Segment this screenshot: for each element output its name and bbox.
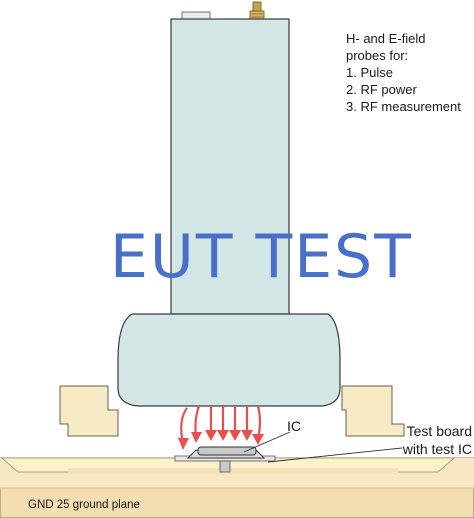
probe-note-item-1: 1. Pulse [346,65,393,80]
ic-label: IC [287,418,301,434]
probe-note-item-2: 2. RF power [346,82,417,97]
probe-note-title-2: probes for: [346,48,409,63]
test-board-label-1: Test board [406,423,472,439]
ground-plane-label: GND 25 ground plane [28,499,140,511]
probe-head [117,313,341,407]
holder-left [59,385,119,437]
probe-note-title-1: H- and E-field [346,31,426,46]
probe-note-item-3: 3. RF measurement [346,99,461,114]
board-leader-line [267,447,403,463]
probe-note: H- and E-field probes for: 1. Pulse 2. R… [346,30,461,115]
ic-leader-line [243,431,291,453]
watermark-text: EUT TEST [110,222,413,292]
test-board-label-2: with test IC [402,441,472,457]
field-arrows [178,405,264,450]
holder-right [341,385,405,437]
sma-connector [249,1,265,20]
test-board-label: Test board with test IC [376,422,472,458]
